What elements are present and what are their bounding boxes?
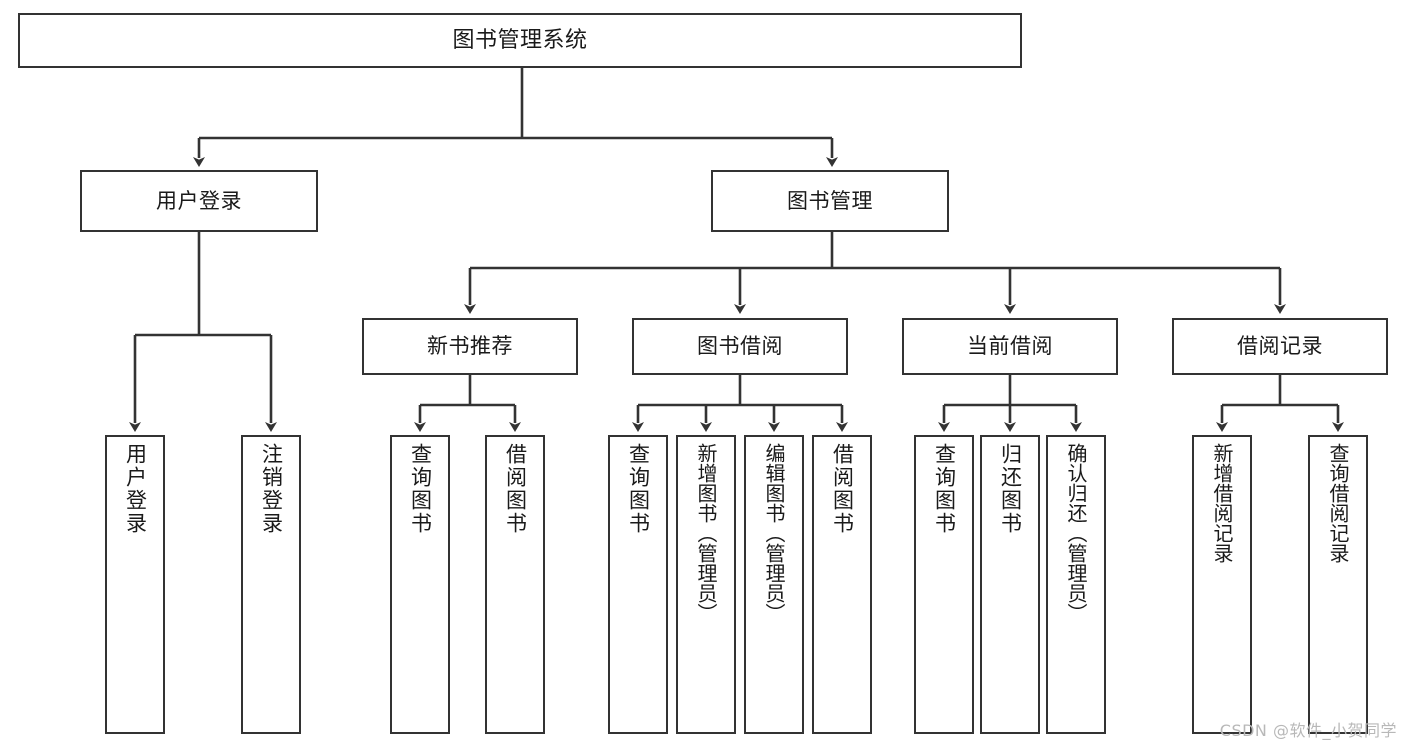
leaf-user-login-logout[interactable]: 注销登录 — [241, 435, 301, 734]
leaf-book-borrow-query-book[interactable]: 查询图书 — [608, 435, 668, 734]
leaf-current-borrow-query-book[interactable]: 查询图书 — [914, 435, 974, 734]
node-label: 用户登录 — [123, 443, 148, 535]
node-label: 当前借阅 — [967, 334, 1053, 359]
leaf-new-book-borrow-book[interactable]: 借阅图书 — [485, 435, 545, 734]
node-borrow-record[interactable]: 借阅记录 — [1172, 318, 1388, 375]
node-label: 新增借阅记录 — [1210, 443, 1234, 563]
node-new-book-recommend[interactable]: 新书推荐 — [362, 318, 578, 375]
node-label: 查询图书 — [626, 443, 651, 535]
leaf-book-borrow-add-book-admin[interactable]: 新增图书（管理员） — [676, 435, 736, 734]
leaf-current-borrow-confirm-return-admin[interactable]: 确认归还（管理员） — [1046, 435, 1106, 734]
node-user-login[interactable]: 用户登录 — [80, 170, 318, 232]
leaf-new-book-query-book[interactable]: 查询图书 — [390, 435, 450, 734]
node-label: 图书管理系统 — [452, 27, 588, 53]
node-label: 编辑图书（管理员） — [762, 443, 786, 623]
node-label: 归还图书 — [998, 443, 1023, 535]
node-label: 借阅记录 — [1237, 334, 1323, 359]
node-book-borrow[interactable]: 图书借阅 — [632, 318, 848, 375]
node-label: 借阅图书 — [830, 443, 855, 535]
node-label: 查询图书 — [932, 443, 957, 535]
node-label: 借阅图书 — [503, 443, 528, 535]
node-label: 用户登录 — [156, 188, 242, 213]
node-root-book-management-system[interactable]: 图书管理系统 — [18, 13, 1022, 68]
leaf-borrow-record-add-record[interactable]: 新增借阅记录 — [1192, 435, 1252, 734]
node-label: 确认归还（管理员） — [1064, 443, 1088, 623]
node-label: 图书借阅 — [697, 334, 783, 359]
node-label: 注销登录 — [259, 443, 284, 535]
node-label: 查询图书 — [408, 443, 433, 535]
leaf-borrow-record-query-record[interactable]: 查询借阅记录 — [1308, 435, 1368, 734]
leaf-current-borrow-return-book[interactable]: 归还图书 — [980, 435, 1040, 734]
leaf-user-login-login[interactable]: 用户登录 — [105, 435, 165, 734]
node-label: 新书推荐 — [427, 334, 513, 359]
node-label: 图书管理 — [787, 188, 873, 213]
leaf-book-borrow-borrow-book[interactable]: 借阅图书 — [812, 435, 872, 734]
leaf-book-borrow-edit-book-admin[interactable]: 编辑图书（管理员） — [744, 435, 804, 734]
node-label: 查询借阅记录 — [1326, 443, 1350, 563]
node-book-management[interactable]: 图书管理 — [711, 170, 949, 232]
node-label: 新增图书（管理员） — [694, 443, 718, 623]
node-current-borrow[interactable]: 当前借阅 — [902, 318, 1118, 375]
